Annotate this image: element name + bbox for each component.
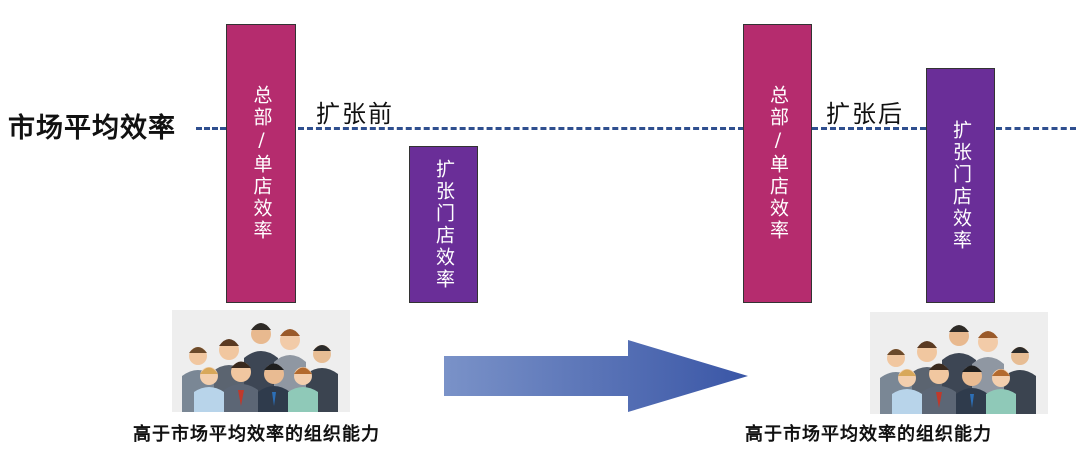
market-average-line — [996, 127, 1076, 130]
before-store-efficiency-label: 扩张门店效率 — [433, 158, 455, 291]
before-expansion-label: 扩张前 — [316, 100, 394, 128]
after-store-efficiency-label: 扩张门店效率 — [950, 119, 972, 252]
market-average-label: 市场平均效率 — [8, 113, 176, 144]
right-arrow-icon — [444, 340, 748, 412]
after-org-capability-caption: 高于市场平均效率的组织能力 — [745, 424, 992, 445]
before-org-capability-caption: 高于市场平均效率的组织能力 — [133, 424, 380, 445]
after-store-efficiency-bar: 扩张门店效率 — [926, 68, 995, 303]
market-average-line — [298, 127, 744, 130]
before-hq-efficiency-label: 总部/单店效率 — [250, 85, 273, 242]
after-hq-efficiency-label: 总部/单店效率 — [767, 85, 789, 242]
market-average-line — [196, 127, 226, 130]
after-expansion-label: 扩张后 — [826, 100, 904, 128]
before-hq-efficiency-bar: 总部/单店效率 — [226, 24, 296, 303]
people-group-icon — [172, 310, 350, 412]
market-average-line — [812, 127, 926, 130]
before-store-efficiency-bar: 扩张门店效率 — [409, 146, 478, 303]
people-group-icon — [870, 312, 1048, 414]
after-hq-efficiency-bar: 总部/单店效率 — [743, 24, 812, 303]
